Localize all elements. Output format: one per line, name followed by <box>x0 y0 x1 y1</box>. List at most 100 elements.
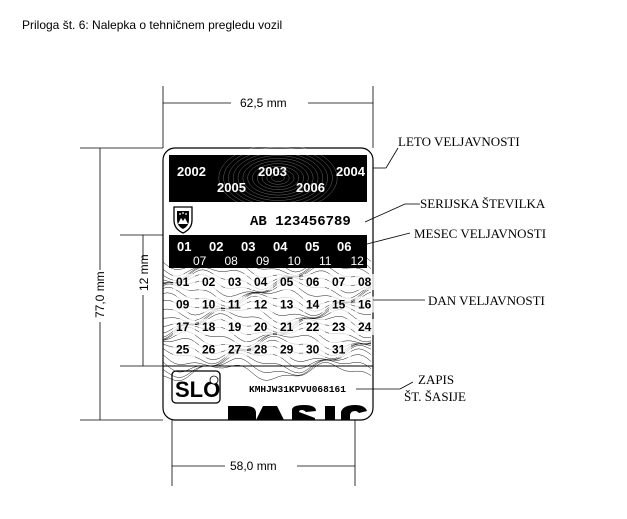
day-cell: 03 <box>228 275 242 289</box>
vin-number: KMHJW31KPVU068161 <box>249 384 346 395</box>
leader-leto-diag <box>385 147 399 169</box>
day-cell-bg <box>329 296 351 313</box>
day-cell: 04 <box>254 275 268 289</box>
day-cell: 24 <box>358 320 372 334</box>
dim-bottom-width: 58,0 mm <box>230 459 277 473</box>
day-cell: 21 <box>280 320 294 334</box>
day-cell: 16 <box>358 298 372 312</box>
month-top-label: 03 <box>241 239 255 254</box>
label-serijska-stevilka: SERIJSKA ŠTEVILKA <box>420 196 546 211</box>
day-cell-bg <box>173 341 195 358</box>
label-mesec-veljavnosti: MESEC VELJAVNOSTI <box>414 226 546 241</box>
day-cell-bg <box>303 319 325 335</box>
day-cell-bg <box>355 319 377 335</box>
dim-top-width: 62,5 mm <box>240 96 287 110</box>
day-cell-bg <box>303 274 325 290</box>
day-cell-bg <box>277 274 299 290</box>
day-cell-bg <box>277 319 299 335</box>
year-ring <box>228 149 328 207</box>
label-zapis: ZAPIS <box>418 372 454 387</box>
day-cell-bg <box>355 274 377 290</box>
bottom-decorative-lettering <box>228 405 367 420</box>
leader-zapis-diag <box>399 381 414 390</box>
day-cell: 29 <box>280 343 294 357</box>
year-ring <box>218 144 338 212</box>
month-bottom-label: 08 <box>225 254 239 268</box>
day-cell-bg <box>225 296 247 313</box>
document-caption: Priloga št. 6: Nalepka o tehničnem pregl… <box>22 18 283 32</box>
month-top-label: 06 <box>337 239 351 254</box>
day-cell: 07 <box>332 275 346 289</box>
label-dan-veljavnosti: DAN VELJAVNOSTI <box>428 293 545 308</box>
year-2002: 2002 <box>177 164 206 179</box>
year-ring <box>257 166 299 190</box>
day-cell: 17 <box>176 320 190 334</box>
day-cell-bg <box>303 341 325 358</box>
year-ring <box>242 158 314 198</box>
day-cell-bg <box>199 274 221 290</box>
month-bottom-label: 07 <box>193 254 207 268</box>
day-cell: 31 <box>332 343 346 357</box>
guilloche-pattern <box>163 252 372 382</box>
label-st-sasije: ŠT. ŠASIJE <box>404 389 466 404</box>
day-cell: 12 <box>254 298 268 312</box>
year-ring <box>252 163 304 193</box>
day-cell-bg <box>329 319 351 335</box>
month-bottom-label: 11 <box>319 254 332 268</box>
day-cell: 18 <box>202 320 216 334</box>
year-ring <box>223 147 333 209</box>
day-cell-bg <box>251 319 273 335</box>
day-cell: 25 <box>176 343 190 357</box>
day-cell: 10 <box>202 298 216 312</box>
year-ring <box>261 168 295 188</box>
day-cell: 13 <box>280 298 294 312</box>
month-top-label: 04 <box>273 239 288 254</box>
leader-serijska <box>364 203 406 223</box>
month-top-label: 01 <box>177 239 191 254</box>
month-bottom-label: 12 <box>351 254 365 268</box>
day-cell-bg <box>303 296 325 313</box>
day-cell-bg <box>173 274 195 290</box>
day-cell-bg <box>199 296 221 313</box>
year-2006: 2006 <box>296 180 325 195</box>
year-ring <box>247 160 309 196</box>
day-cell-bg <box>225 319 247 335</box>
day-cell-bg <box>225 341 247 358</box>
day-cell: 01 <box>176 275 190 289</box>
day-cell-bg <box>173 296 195 313</box>
day-cell: 09 <box>176 298 190 312</box>
year-2005: 2005 <box>217 180 246 195</box>
day-cell-bg <box>277 296 299 313</box>
day-cell: 22 <box>306 320 320 334</box>
leader-mesec <box>366 232 411 245</box>
day-cell: 27 <box>228 343 242 357</box>
day-cell: 28 <box>254 343 268 357</box>
day-cell-bg <box>251 296 273 313</box>
year-ring <box>271 174 285 182</box>
day-cell-bg <box>329 341 351 358</box>
day-cell-bg <box>173 319 195 335</box>
day-cell-bg <box>251 274 273 290</box>
day-cell: 15 <box>332 298 346 312</box>
year-ring <box>237 155 319 201</box>
month-bottom-label: 09 <box>256 254 270 268</box>
day-cell: 19 <box>228 320 242 334</box>
day-cell: 26 <box>202 343 216 357</box>
guilloche-line <box>163 357 372 378</box>
day-cell: 08 <box>358 275 372 289</box>
serial-number: AB 123456789 <box>250 214 351 230</box>
year-ring <box>266 171 290 185</box>
year-ring <box>233 152 323 204</box>
day-cell: 20 <box>254 320 268 334</box>
coat-of-arms-icon <box>173 206 193 234</box>
month-band <box>169 235 367 268</box>
slo-logo-frame <box>171 370 221 404</box>
day-cell: 11 <box>228 298 241 312</box>
day-cell-bg <box>199 341 221 358</box>
day-cell-bg <box>251 341 273 358</box>
day-cell: 02 <box>202 275 216 289</box>
